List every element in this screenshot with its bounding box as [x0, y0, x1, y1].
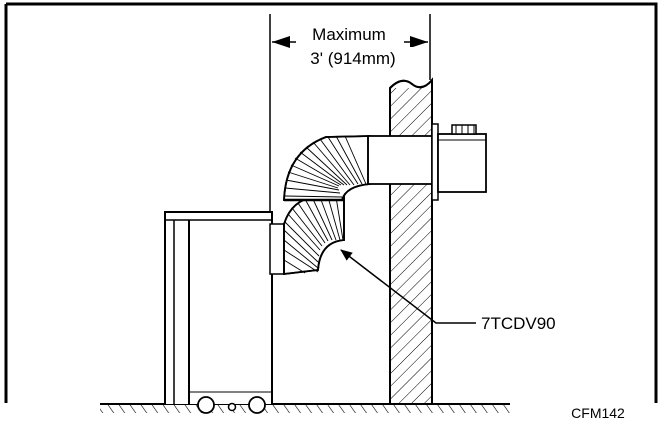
dimension-label-value: 3' (914mm)	[310, 49, 395, 68]
figure-frame	[4, 2, 658, 403]
control-knob-left	[197, 396, 215, 414]
dimension-label-maximum: Maximum	[312, 25, 386, 44]
control-knob-right	[248, 396, 266, 414]
wall	[389, 77, 433, 403]
floor	[100, 403, 510, 413]
vent-pipe	[367, 135, 433, 185]
vent-terminal	[431, 123, 487, 201]
figure-code: CFM142	[571, 405, 625, 421]
dimension-maximum: Maximum 3' (914mm)	[269, 14, 431, 215]
elbow-upper	[283, 135, 371, 202]
part-callout: 7TCDV90	[340, 249, 556, 333]
appliance-cabinet	[164, 211, 273, 414]
part-label: 7TCDV90	[481, 314, 556, 333]
elbow-lower	[283, 196, 345, 276]
terminal-cap	[451, 124, 477, 135]
indicator-light	[227, 402, 237, 412]
vent-collar	[269, 223, 285, 275]
callout-leader-arrow	[340, 249, 476, 324]
